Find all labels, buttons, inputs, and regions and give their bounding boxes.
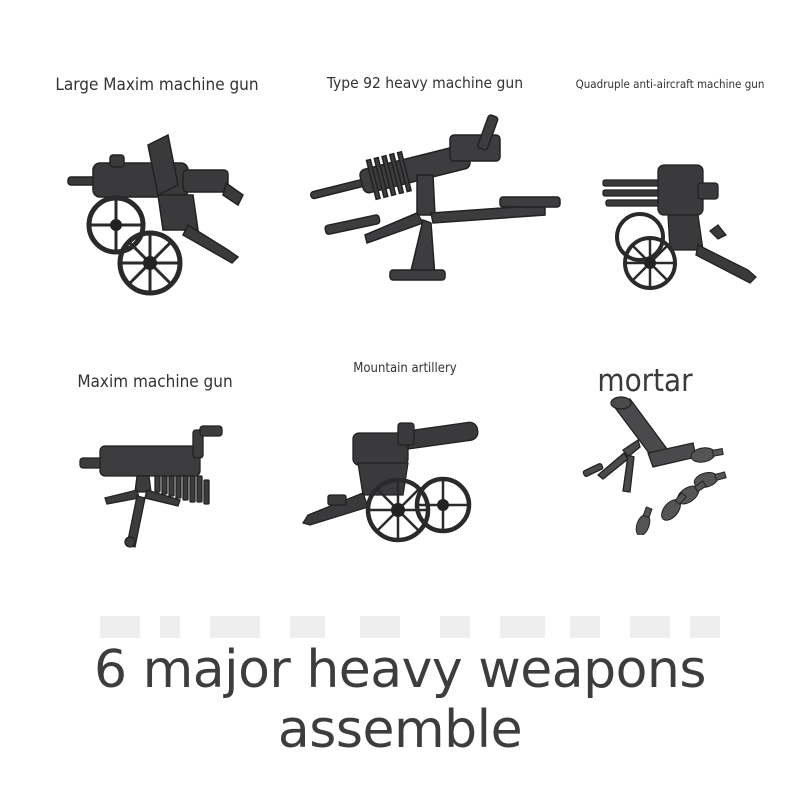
tripod-machine-gun-icon [79, 425, 223, 548]
watermark-ghost [100, 616, 720, 638]
item-label-quadruple-aa: Quadruple anti-aircraft machine gun [575, 77, 765, 91]
item-label-large-maxim: Large Maxim machine gun [55, 75, 259, 95]
mortar-icon [582, 396, 727, 535]
item-label-type-92: Type 92 heavy machine gun [326, 74, 524, 92]
item-label-mountain-artillery: Mountain artillery [353, 361, 457, 376]
item-label-mortar: mortar [597, 363, 693, 399]
wheeled-machine-gun-icon [67, 133, 244, 296]
item-label-maxim: Maxim machine gun [77, 372, 233, 392]
wheeled-cannon-icon [301, 421, 479, 543]
tripod-heavy-machine-gun-icon [310, 114, 561, 281]
quad-anti-aircraft-gun-icon [602, 164, 757, 290]
headline: 6 major heavy weapons assemble [94, 640, 706, 760]
